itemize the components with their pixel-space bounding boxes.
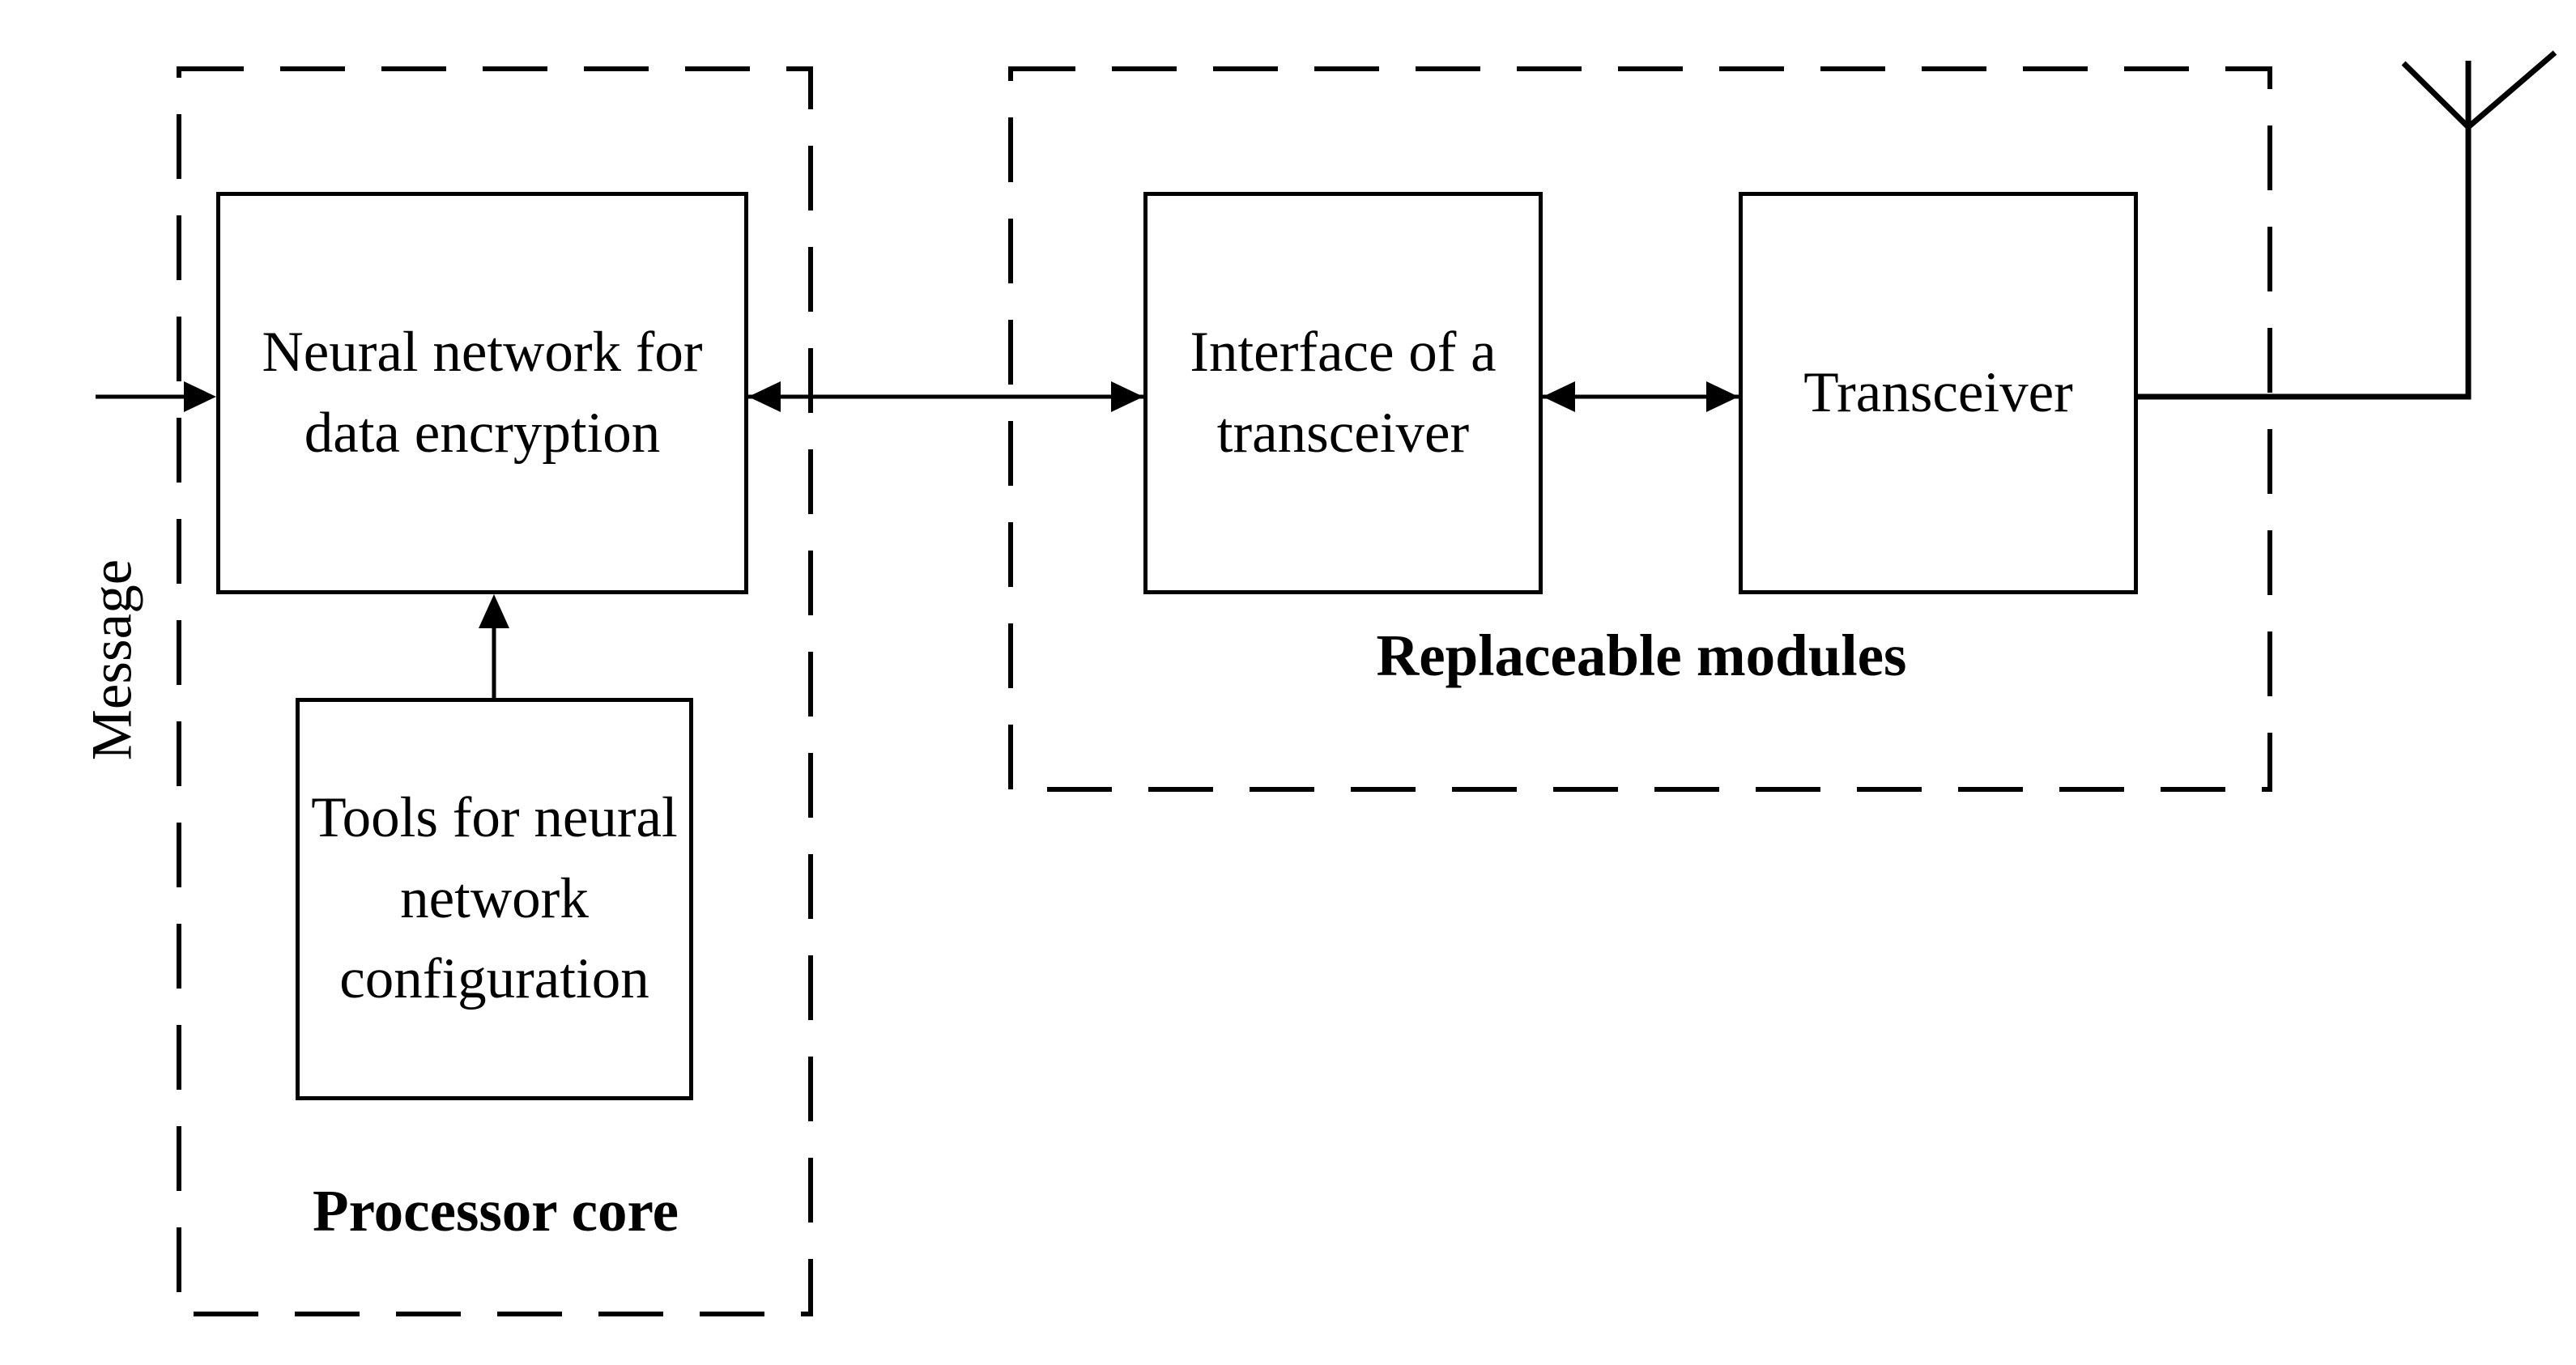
- message-input-label: Message: [80, 559, 144, 761]
- transceiver-block-label: Transceiver: [1803, 360, 2073, 424]
- transceiver-interface-block-label: Interface of a transceiver: [1190, 321, 1497, 465]
- neural-network-block: Neural network for data encryption: [216, 192, 748, 594]
- interface-transceiver-left-arrowhead: [1543, 381, 1575, 412]
- transceiver-block: Transceiver: [1739, 192, 2138, 594]
- antenna-right-arm: [2466, 50, 2557, 130]
- tools-neural-arrowhead: [479, 594, 509, 628]
- processor-core-group-label: Processor core: [312, 1178, 679, 1244]
- antenna-feed-line: [2138, 61, 2472, 400]
- neural-interface-double-arrow: [748, 381, 1143, 412]
- message-arrow: [96, 381, 216, 412]
- antenna-icon: [2138, 50, 2557, 400]
- message-arrowhead: [184, 381, 216, 412]
- replaceable-modules-group-label: Replaceable modules: [1376, 623, 1907, 688]
- tools-block: Tools for neural network configuration: [296, 698, 693, 1100]
- antenna-left-arm: [2401, 61, 2471, 130]
- transceiver-interface-block: Interface of a transceiver: [1143, 192, 1543, 594]
- tools-block-label: Tools for neural network configuration: [311, 786, 678, 1011]
- neural-interface-left-arrowhead: [748, 381, 781, 412]
- interface-transceiver-double-arrow: [1543, 381, 1739, 412]
- neural-interface-right-arrowhead: [1111, 381, 1143, 412]
- interface-transceiver-right-arrowhead: [1706, 381, 1739, 412]
- neural-network-block-label: Neural network for data encryption: [262, 321, 703, 465]
- tools-neural-arrow: [479, 594, 509, 698]
